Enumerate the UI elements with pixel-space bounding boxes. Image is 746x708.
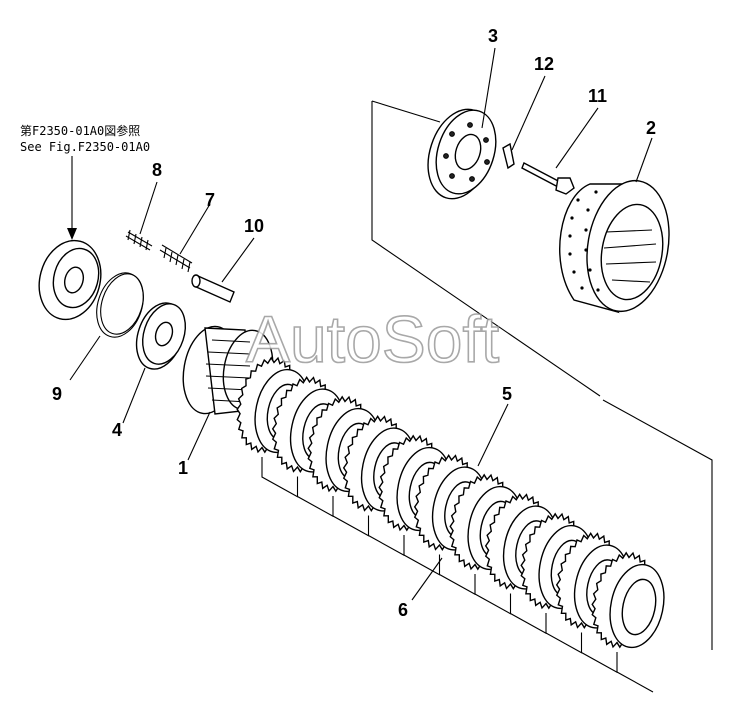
plate-guide-line [403, 535, 441, 576]
part-10-pin [191, 274, 235, 303]
plate-guide-line [261, 457, 299, 498]
plate-guide-line [367, 515, 405, 556]
plate-guide-line [545, 613, 583, 654]
plate-guide-line [616, 652, 654, 693]
part-7-spring [159, 244, 193, 273]
callout-10: 10 [244, 216, 264, 236]
callout-1: 1 [178, 458, 188, 478]
callout-11: 11 [588, 86, 607, 106]
part-9-o-ring [96, 272, 144, 338]
part-11-bolt [521, 162, 575, 195]
plate-guide-line [332, 496, 370, 537]
callout-7: 7 [205, 190, 215, 210]
plate-bore [621, 578, 657, 636]
reference-arrow-head [67, 228, 77, 240]
callout-4: 4 [112, 420, 122, 440]
callout-2: 2 [646, 118, 656, 138]
part-4-plate [135, 302, 186, 370]
leader-lines [69, 47, 653, 601]
callout-8: 8 [152, 160, 162, 180]
clutch-plate [591, 551, 665, 693]
plate-guide-line [580, 632, 618, 673]
subassembly-boundary [371, 100, 713, 650]
callout-3: 3 [488, 26, 498, 46]
callout-6: 6 [398, 600, 408, 620]
callout-12: 12 [534, 54, 554, 74]
clutch-plate-stack [236, 356, 665, 693]
reference-note-jp: 第F2350-01A0図参照 [20, 123, 140, 138]
plate-guide-line [509, 593, 547, 634]
callout-9: 9 [52, 384, 62, 404]
part-12-lock-washer [502, 142, 515, 170]
part-8-spring [125, 229, 153, 251]
plate-guide-line [474, 574, 512, 615]
reference-note-en: See Fig.F2350-01A0 [20, 140, 150, 154]
watermark: AutoSoft [246, 302, 499, 376]
part-2-drum [559, 179, 670, 314]
plate-guide-line [296, 476, 334, 517]
part-3-cover-plate [427, 108, 497, 200]
referenced-housing [38, 239, 102, 321]
callout-5: 5 [502, 384, 512, 404]
